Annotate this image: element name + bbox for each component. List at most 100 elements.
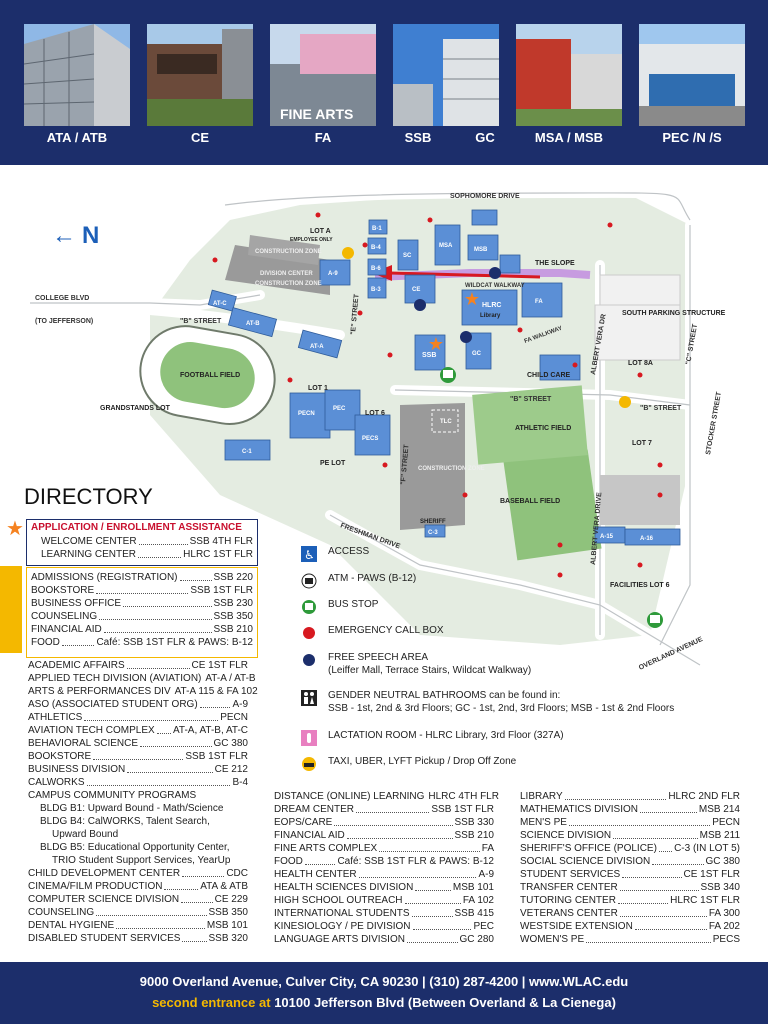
legend-item: TAXI, UBER, LYFT Pickup / Drop Off Zone xyxy=(300,755,516,773)
area-label: EMPLOYEE ONLY xyxy=(290,237,333,243)
footer-second-entrance: second entrance at 10100 Jefferson Blvd … xyxy=(152,995,616,1010)
ccp-line: BLDG B5: Educational Opportunity Center, xyxy=(40,842,230,853)
building-label: PECS xyxy=(362,436,378,442)
area-label: LOT 1 xyxy=(308,385,328,392)
bus-icon xyxy=(300,598,318,616)
application-header: APPLICATION / ENROLLMENT ASSISTANCE xyxy=(31,522,242,533)
area-label: BASEBALL FIELD xyxy=(500,498,560,505)
legend-item: LACTATION ROOM - HLRC Library, 3rd Floor… xyxy=(300,729,564,747)
svg-text:★: ★ xyxy=(464,289,480,309)
building-label: HLRC xyxy=(482,302,501,309)
photo-ata-atb xyxy=(24,24,130,126)
building-label: A-16 xyxy=(640,536,654,542)
yellow-accent-bar xyxy=(0,566,22,653)
free-speech-dot-icon xyxy=(300,651,318,669)
building-label: A-9 xyxy=(328,271,338,277)
list-item: SHERIFF'S OFFICE (POLICE)C-3 (IN LOT 5) xyxy=(520,843,740,854)
street-label: "F" STREET xyxy=(400,444,411,486)
area-label: GRANDSTANDS LOT xyxy=(100,405,171,412)
building-label: SC xyxy=(403,253,412,259)
area-label: CHILD CARE xyxy=(527,372,570,379)
building-label: B-6 xyxy=(371,266,381,272)
accessibility-icon: ♿ xyxy=(300,545,318,563)
street-label: "E" STREET xyxy=(350,293,361,335)
building-label: AT-A xyxy=(310,344,324,350)
street-label: "B" STREET xyxy=(180,318,222,325)
building-label: TLC xyxy=(440,419,452,425)
directory-title: DIRECTORY xyxy=(24,484,153,509)
svg-text:♿: ♿ xyxy=(304,548,315,562)
area-label: FOOTBALL FIELD xyxy=(180,372,240,379)
photo-caption: FA xyxy=(314,130,332,145)
photo-caption: MSA / MSB xyxy=(534,130,604,145)
footer: 9000 Overland Avenue, Culver City, CA 90… xyxy=(0,962,768,1024)
area-label: Library xyxy=(480,313,501,319)
building-label: SSB xyxy=(422,352,436,359)
photo-caption: GC xyxy=(475,130,495,145)
footer-address: 9000 Overland Avenue, Culver City, CA 90… xyxy=(139,974,629,989)
svg-text:FINE ARTS: FINE ARTS xyxy=(280,106,353,122)
photo-ce xyxy=(147,24,253,126)
photo-caption: SSB xyxy=(404,130,432,145)
photo-pec xyxy=(639,24,745,126)
building-label: SHERIFF xyxy=(420,519,446,525)
area-label: PE LOT xyxy=(320,460,346,467)
photo-caption: CE xyxy=(190,130,210,145)
legend-item: GENDER NEUTRAL BATHROOMS can be found in… xyxy=(300,689,674,715)
area-label: CONSTRUCTION ZONE xyxy=(255,281,322,287)
north-label: N xyxy=(82,222,99,249)
ccp-line: BLDG B4: CalWORKS, Talent Search, xyxy=(40,816,210,827)
building-label: B-3 xyxy=(371,287,381,293)
list-item: ASO (ASSOCIATED STUDENT ORG)A-9 xyxy=(28,699,248,710)
building-label: B-4 xyxy=(371,245,381,251)
photo-fa: FINE ARTS xyxy=(270,24,376,126)
photo-band: ATA / ATB CE FINE ARTS FA SSB GC MSA / M… xyxy=(0,0,768,165)
ccp-line: Upward Bound xyxy=(52,829,119,840)
street-label: (TO JEFFERSON) xyxy=(35,318,93,325)
application-assistance-box: APPLICATION / ENROLLMENT ASSISTANCE WELC… xyxy=(26,519,258,566)
area-label: LOT A xyxy=(310,228,331,235)
area-label: DIVISION CENTER xyxy=(260,271,313,277)
area-label: ATHLETIC FIELD xyxy=(515,425,571,432)
street-label: "B" STREET xyxy=(510,396,552,403)
building-label: C-1 xyxy=(242,449,252,455)
ccp-title: CAMPUS COMMUNITY PROGRAMS xyxy=(28,790,197,801)
area-label: CONSTRUCTION ZONE xyxy=(418,466,485,472)
building-label: CE xyxy=(412,287,420,293)
legend-item: ♿ ACCESS xyxy=(300,545,369,563)
legend-item: EMERGENCY CALL BOX xyxy=(300,624,444,642)
building-label: A-15 xyxy=(600,534,614,540)
building-label: MSA xyxy=(439,243,453,249)
admissions-box: ADMISSIONS (REGISTRATION)SSB 220 BOOKSTO… xyxy=(26,567,258,658)
list-item: APPLIED TECH DIVISION (AVIATION)AT-A / A… xyxy=(28,673,256,684)
